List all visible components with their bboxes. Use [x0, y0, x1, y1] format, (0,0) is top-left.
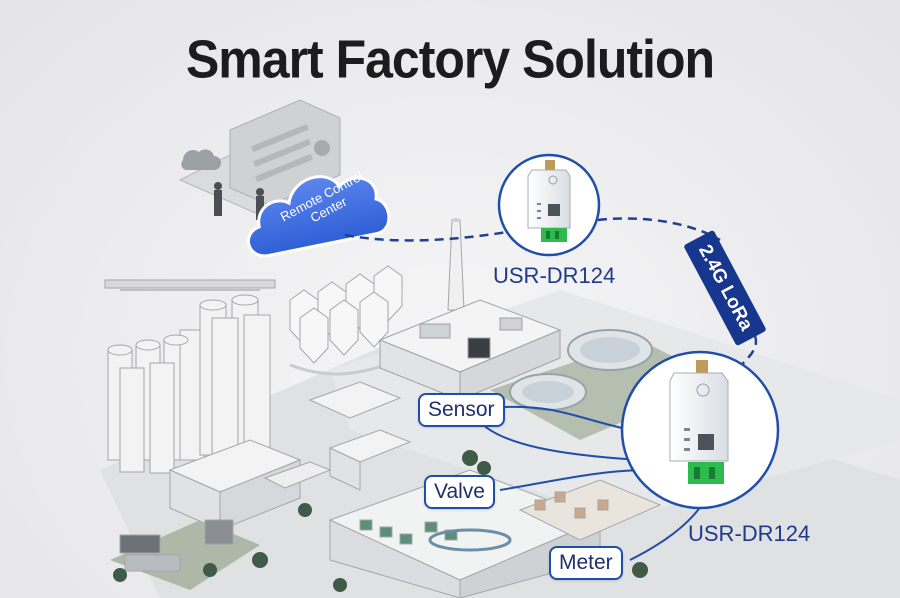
device-label-top: USR-DR124 — [493, 263, 616, 288]
workshop-buildings — [119, 381, 412, 572]
sensor-label: Sensor — [418, 393, 505, 427]
trees — [113, 450, 648, 592]
device-bottom — [620, 350, 780, 510]
production-hall — [328, 469, 662, 598]
main-building — [378, 299, 562, 401]
page-title: Smart Factory Solution — [185, 28, 715, 90]
meter-label: Meter — [549, 546, 623, 580]
silo-cluster-left — [104, 279, 276, 474]
chimney — [447, 218, 465, 311]
lora-link-badge: 2.4G LoRa — [683, 229, 767, 347]
device-label-bottom: USR-DR124 — [688, 521, 811, 546]
valve-label: Valve — [424, 475, 495, 509]
water-tanks — [509, 329, 653, 411]
device-top — [497, 153, 601, 257]
cone-silos — [289, 265, 403, 376]
